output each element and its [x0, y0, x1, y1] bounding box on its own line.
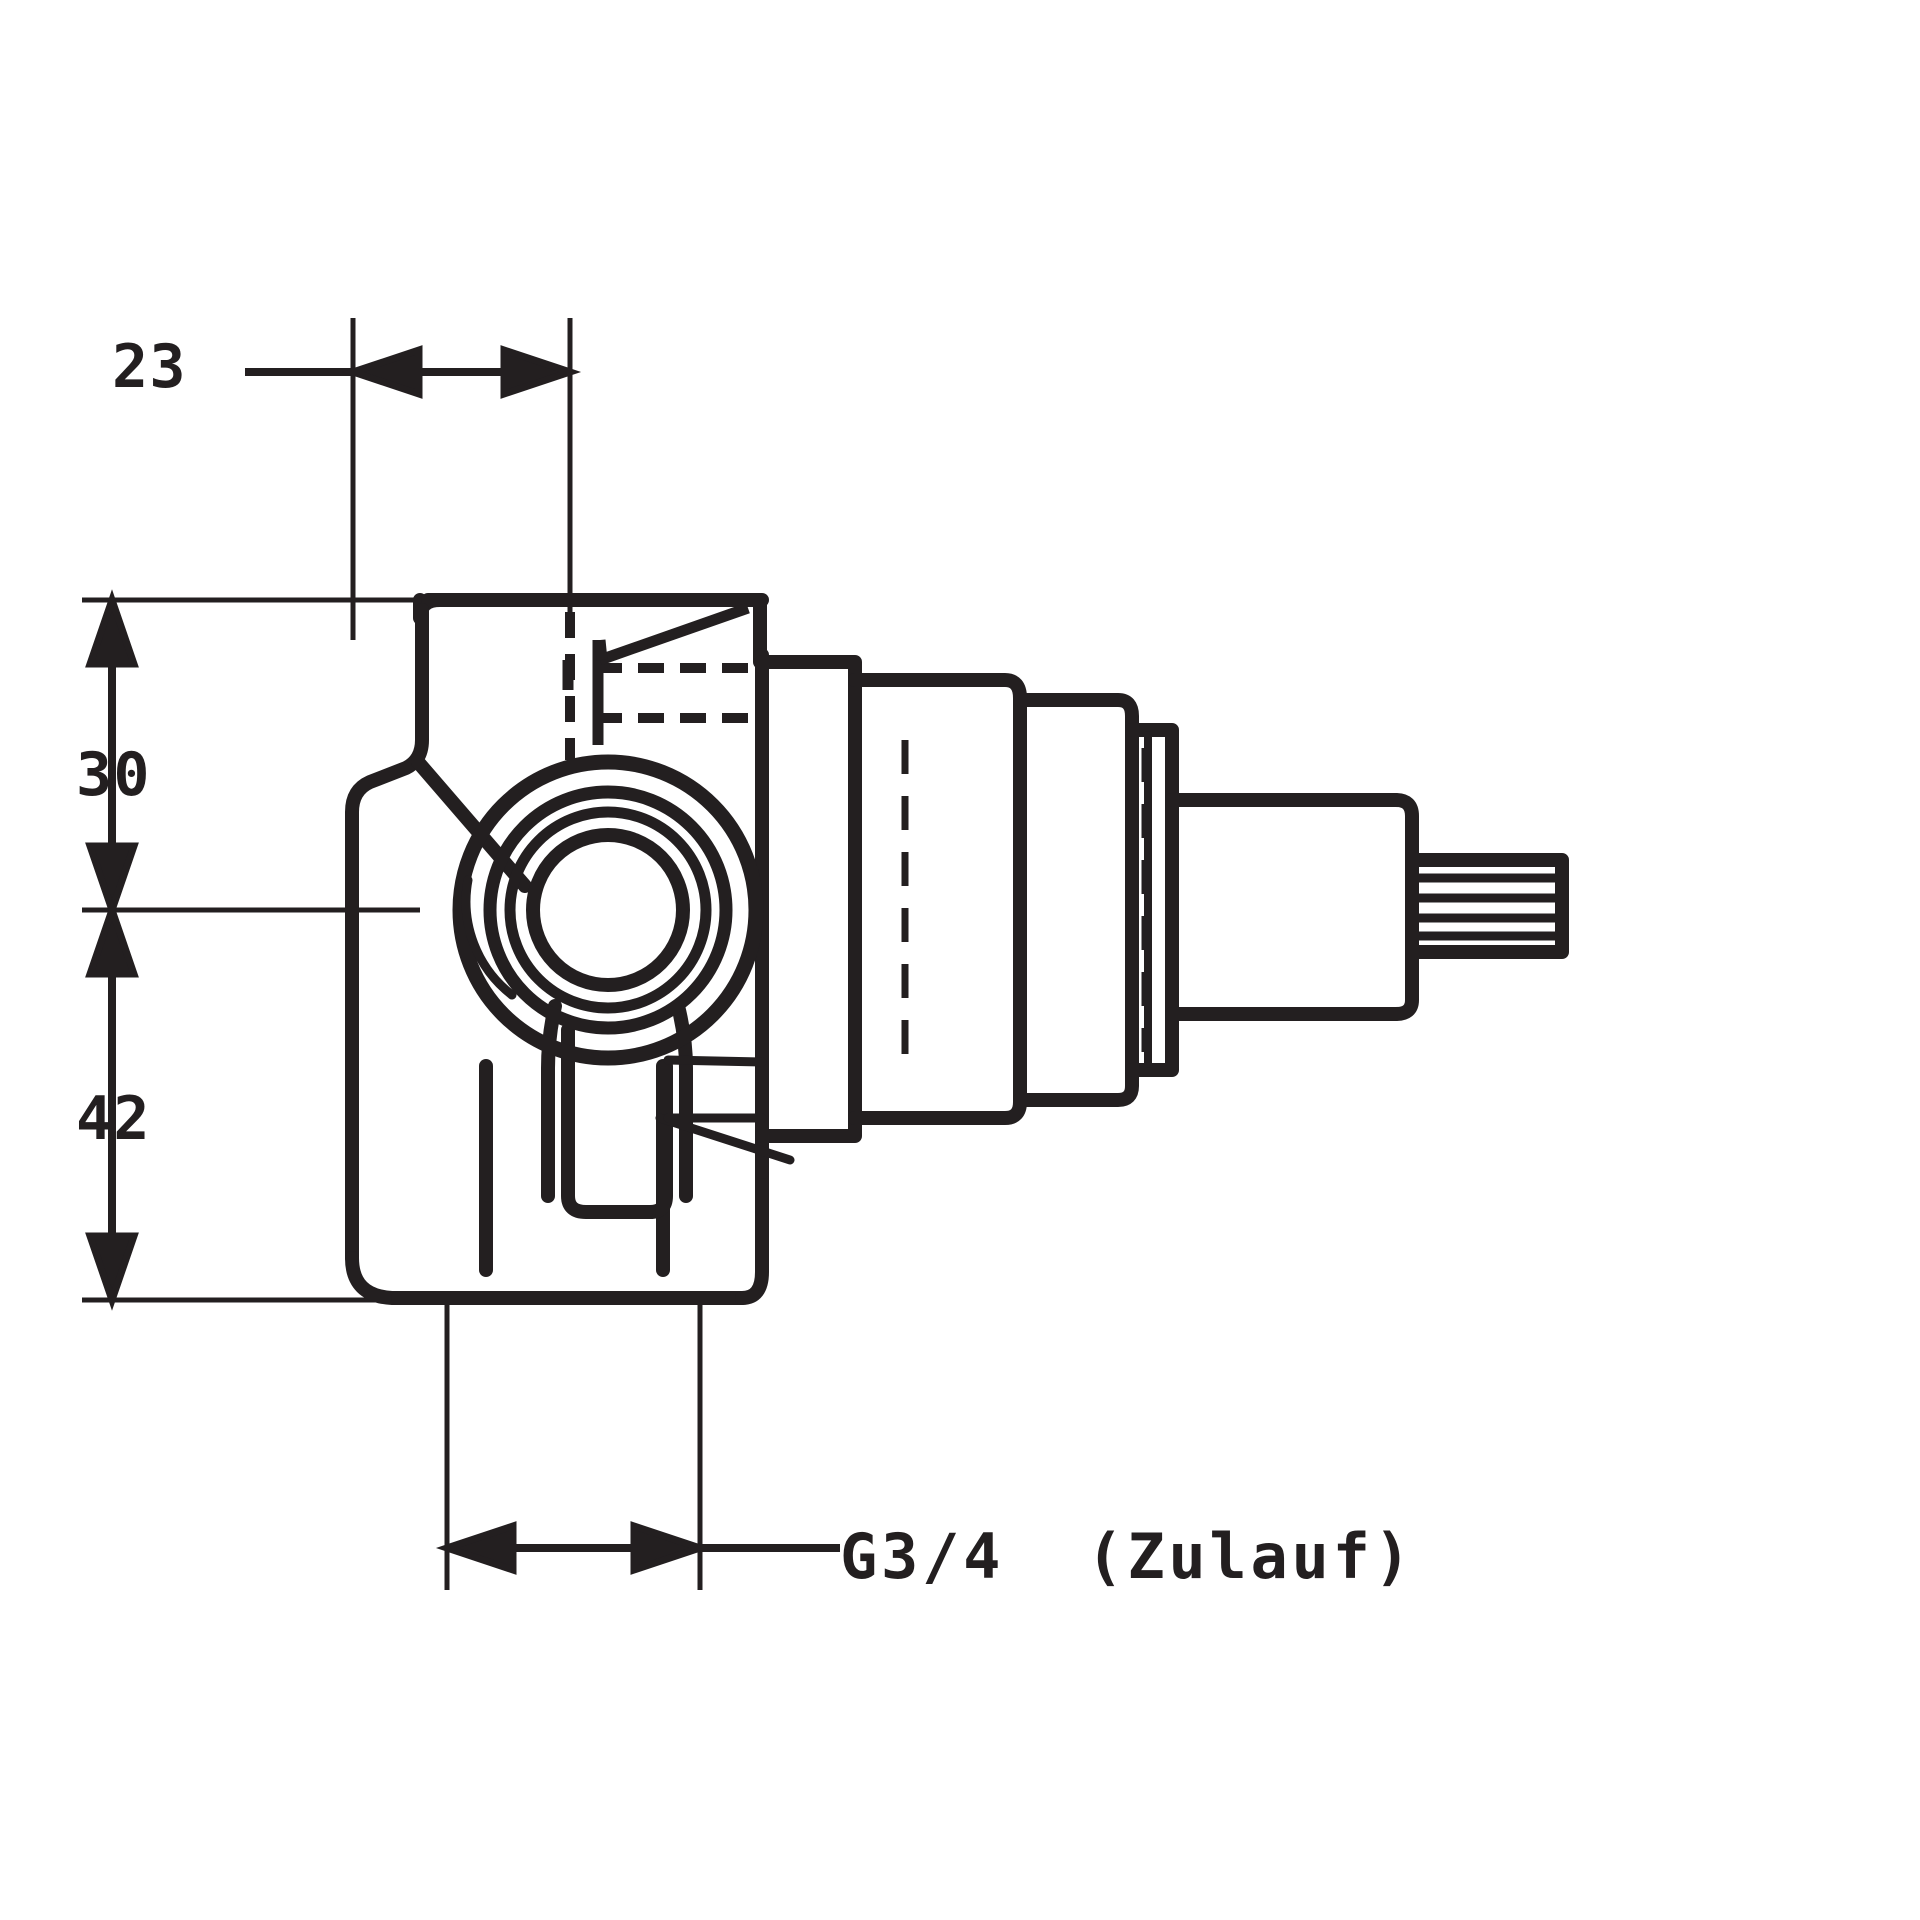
hidden-internal-lines [565, 612, 762, 760]
dimension-label-30: 30 [76, 740, 151, 810]
barrel-step-2 [848, 673, 1027, 1125]
internal-passage-slope-2 [594, 639, 608, 661]
body-top-flange [413, 593, 767, 669]
bore-circle-mid-inner [504, 806, 712, 1014]
dim-arrow-30-top [85, 589, 139, 668]
passage-slope-lower [655, 1113, 795, 1165]
bore-circles [452, 754, 764, 1066]
dim-arrow-g34-right [630, 1521, 712, 1575]
dimension-label-42: 42 [76, 1084, 151, 1154]
retaining-collar [1125, 723, 1179, 1077]
hidden-internal-ticks [562, 602, 750, 745]
body-left-wall-upper [345, 603, 429, 1265]
stem-shoulder [1165, 793, 1419, 1021]
keyhole-neck-left [541, 999, 562, 1203]
dim-arrow-23-left [341, 345, 423, 399]
outlet-port-lines [444, 1302, 703, 1520]
bore-circle-mid-outer [483, 785, 733, 1035]
cartridge-barrel [755, 655, 1419, 1143]
dim-arrow-42-bottom [85, 1232, 139, 1311]
chamfer-line-left [411, 755, 532, 893]
barrel-center-line [901, 740, 1149, 1060]
shaft-outline [1412, 853, 1569, 959]
bore-circle-outer [452, 754, 764, 1066]
barrel-step-3 [1013, 693, 1139, 1107]
extension-lines [82, 318, 703, 1590]
internal-passage-slope [598, 602, 750, 666]
lower-notch-slot [561, 1023, 673, 1219]
bore-arc-detail [461, 875, 517, 1000]
annotation-label-thread: G3/4 (Zulauf) [840, 1520, 1415, 1593]
barrel-step-1 [755, 655, 862, 1143]
body-right-lower-wall [735, 1161, 769, 1305]
dim-arrow-23-right [500, 345, 582, 399]
dim-arrow-42-top [85, 899, 139, 978]
dimension-label-23: 23 [112, 332, 187, 402]
dim-arrow-g34-left [435, 1521, 517, 1575]
bore-circle-inner [526, 828, 690, 992]
passage-slope-lower-2 [663, 1055, 767, 1067]
dim-arrow-30-bottom [85, 842, 139, 921]
interior-detail-lines [655, 1055, 795, 1165]
splined-shaft [1412, 853, 1569, 959]
